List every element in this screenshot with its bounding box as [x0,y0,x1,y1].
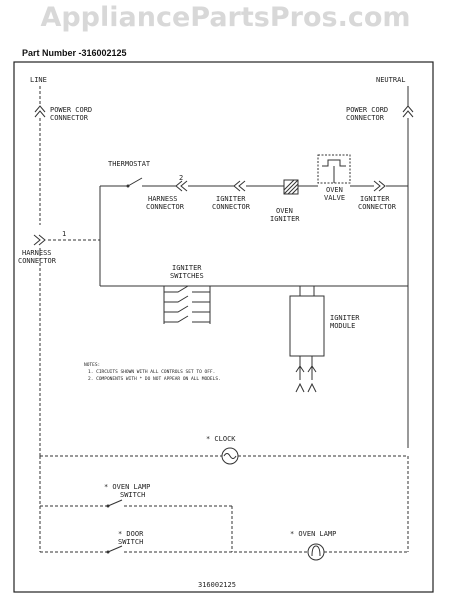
oven-lamp-switch-icon [107,499,123,507]
harness-connector-left-line2: CONNECTOR [18,257,57,265]
neutral-label: NEUTRAL [376,76,406,84]
power-cord-left-line1: POWER CORD [50,106,92,114]
line-label: LINE [30,76,47,84]
igniter-connector-mid-line1: IGNITER [216,195,246,203]
note-2: 2. COMPONENTS WITH * DO NOT APPEAR ON AL… [88,376,221,382]
watermark-logo: AppliancePartsPros.com [40,2,411,33]
oven-valve-icon [317,154,351,184]
thermostat-label: THERMOSTAT [108,160,151,168]
door-switch-pivot [106,550,110,554]
lamp-switch-pivot [106,504,110,508]
oven-lamp-filament [311,545,321,557]
oven-valve-coil [322,159,346,167]
module-connector-icon [295,365,317,373]
oven-igniter-icon [283,179,299,195]
igniter-switch-icons [164,285,210,323]
oven-valve-line2: VALVE [324,194,345,202]
igniter-connector-right-icon [373,180,386,192]
igniter-module-line1: IGNITER [330,314,360,322]
oven-lamp-switch-line1: * OVEN LAMP [104,483,150,491]
oven-lamp-label: * OVEN LAMP [290,530,336,538]
footer-number: 316002125 [198,581,236,589]
clock-label: * CLOCK [206,435,236,443]
igniter-connector-mid-line2: CONNECTOR [212,203,251,211]
harness-connector-top-line1: HARNESS [148,195,178,203]
door-switch-line2: SWITCH [118,538,143,546]
igniter-switches-line1: IGNITER [172,264,202,272]
diagram-frame [13,61,434,593]
harness-connector-left-line1: HARNESS [22,249,52,257]
spark-electrode-icon [295,382,317,393]
igniter-switches-line2: SWITCHES [170,272,204,280]
door-switch-line1: * DOOR [118,530,144,538]
notes-title: NOTES: [84,362,100,368]
power-cord-right-line2: CONNECTOR [346,114,385,122]
power-cord-left-line2: CONNECTOR [50,114,89,122]
igniter-connector-right-line1: IGNITER [360,195,390,203]
power-cord-right-line1: POWER CORD [346,106,388,114]
igniter-connector-right-line2: CONNECTOR [358,203,397,211]
power-cord-connector-right-icon [402,105,414,118]
power-cord-connector-left-icon [34,105,46,118]
oven-igniter-line1: OVEN [276,207,293,215]
pin-2-label: 2 [179,174,183,182]
door-switch-icon [107,545,123,553]
oven-lamp-switch-line2: SWITCH [120,491,145,499]
clock-motor-symbol [223,453,237,459]
pin-1-label: 1 [62,230,66,238]
note-1: 1. CIRCUITS SHOWN WITH ALL CONTROLS SET … [88,369,215,375]
thermostat-pivot [126,184,130,188]
igniter-module-box [289,295,325,357]
igniter-module-line2: MODULE [330,322,355,330]
part-number-label: Part Number -316002125 [22,48,127,58]
oven-igniter-line2: IGNITER [270,215,300,223]
harness-connector-top-line2: CONNECTOR [146,203,185,211]
oven-valve-line1: OVEN [326,186,343,194]
harness-connector-top-icon [175,180,188,192]
oven-igniter-hatch [283,179,299,195]
thermostat-contact-icon [127,177,143,187]
igniter-connector-mid-icon [233,180,246,192]
harness-connector-left-icon [33,234,46,246]
